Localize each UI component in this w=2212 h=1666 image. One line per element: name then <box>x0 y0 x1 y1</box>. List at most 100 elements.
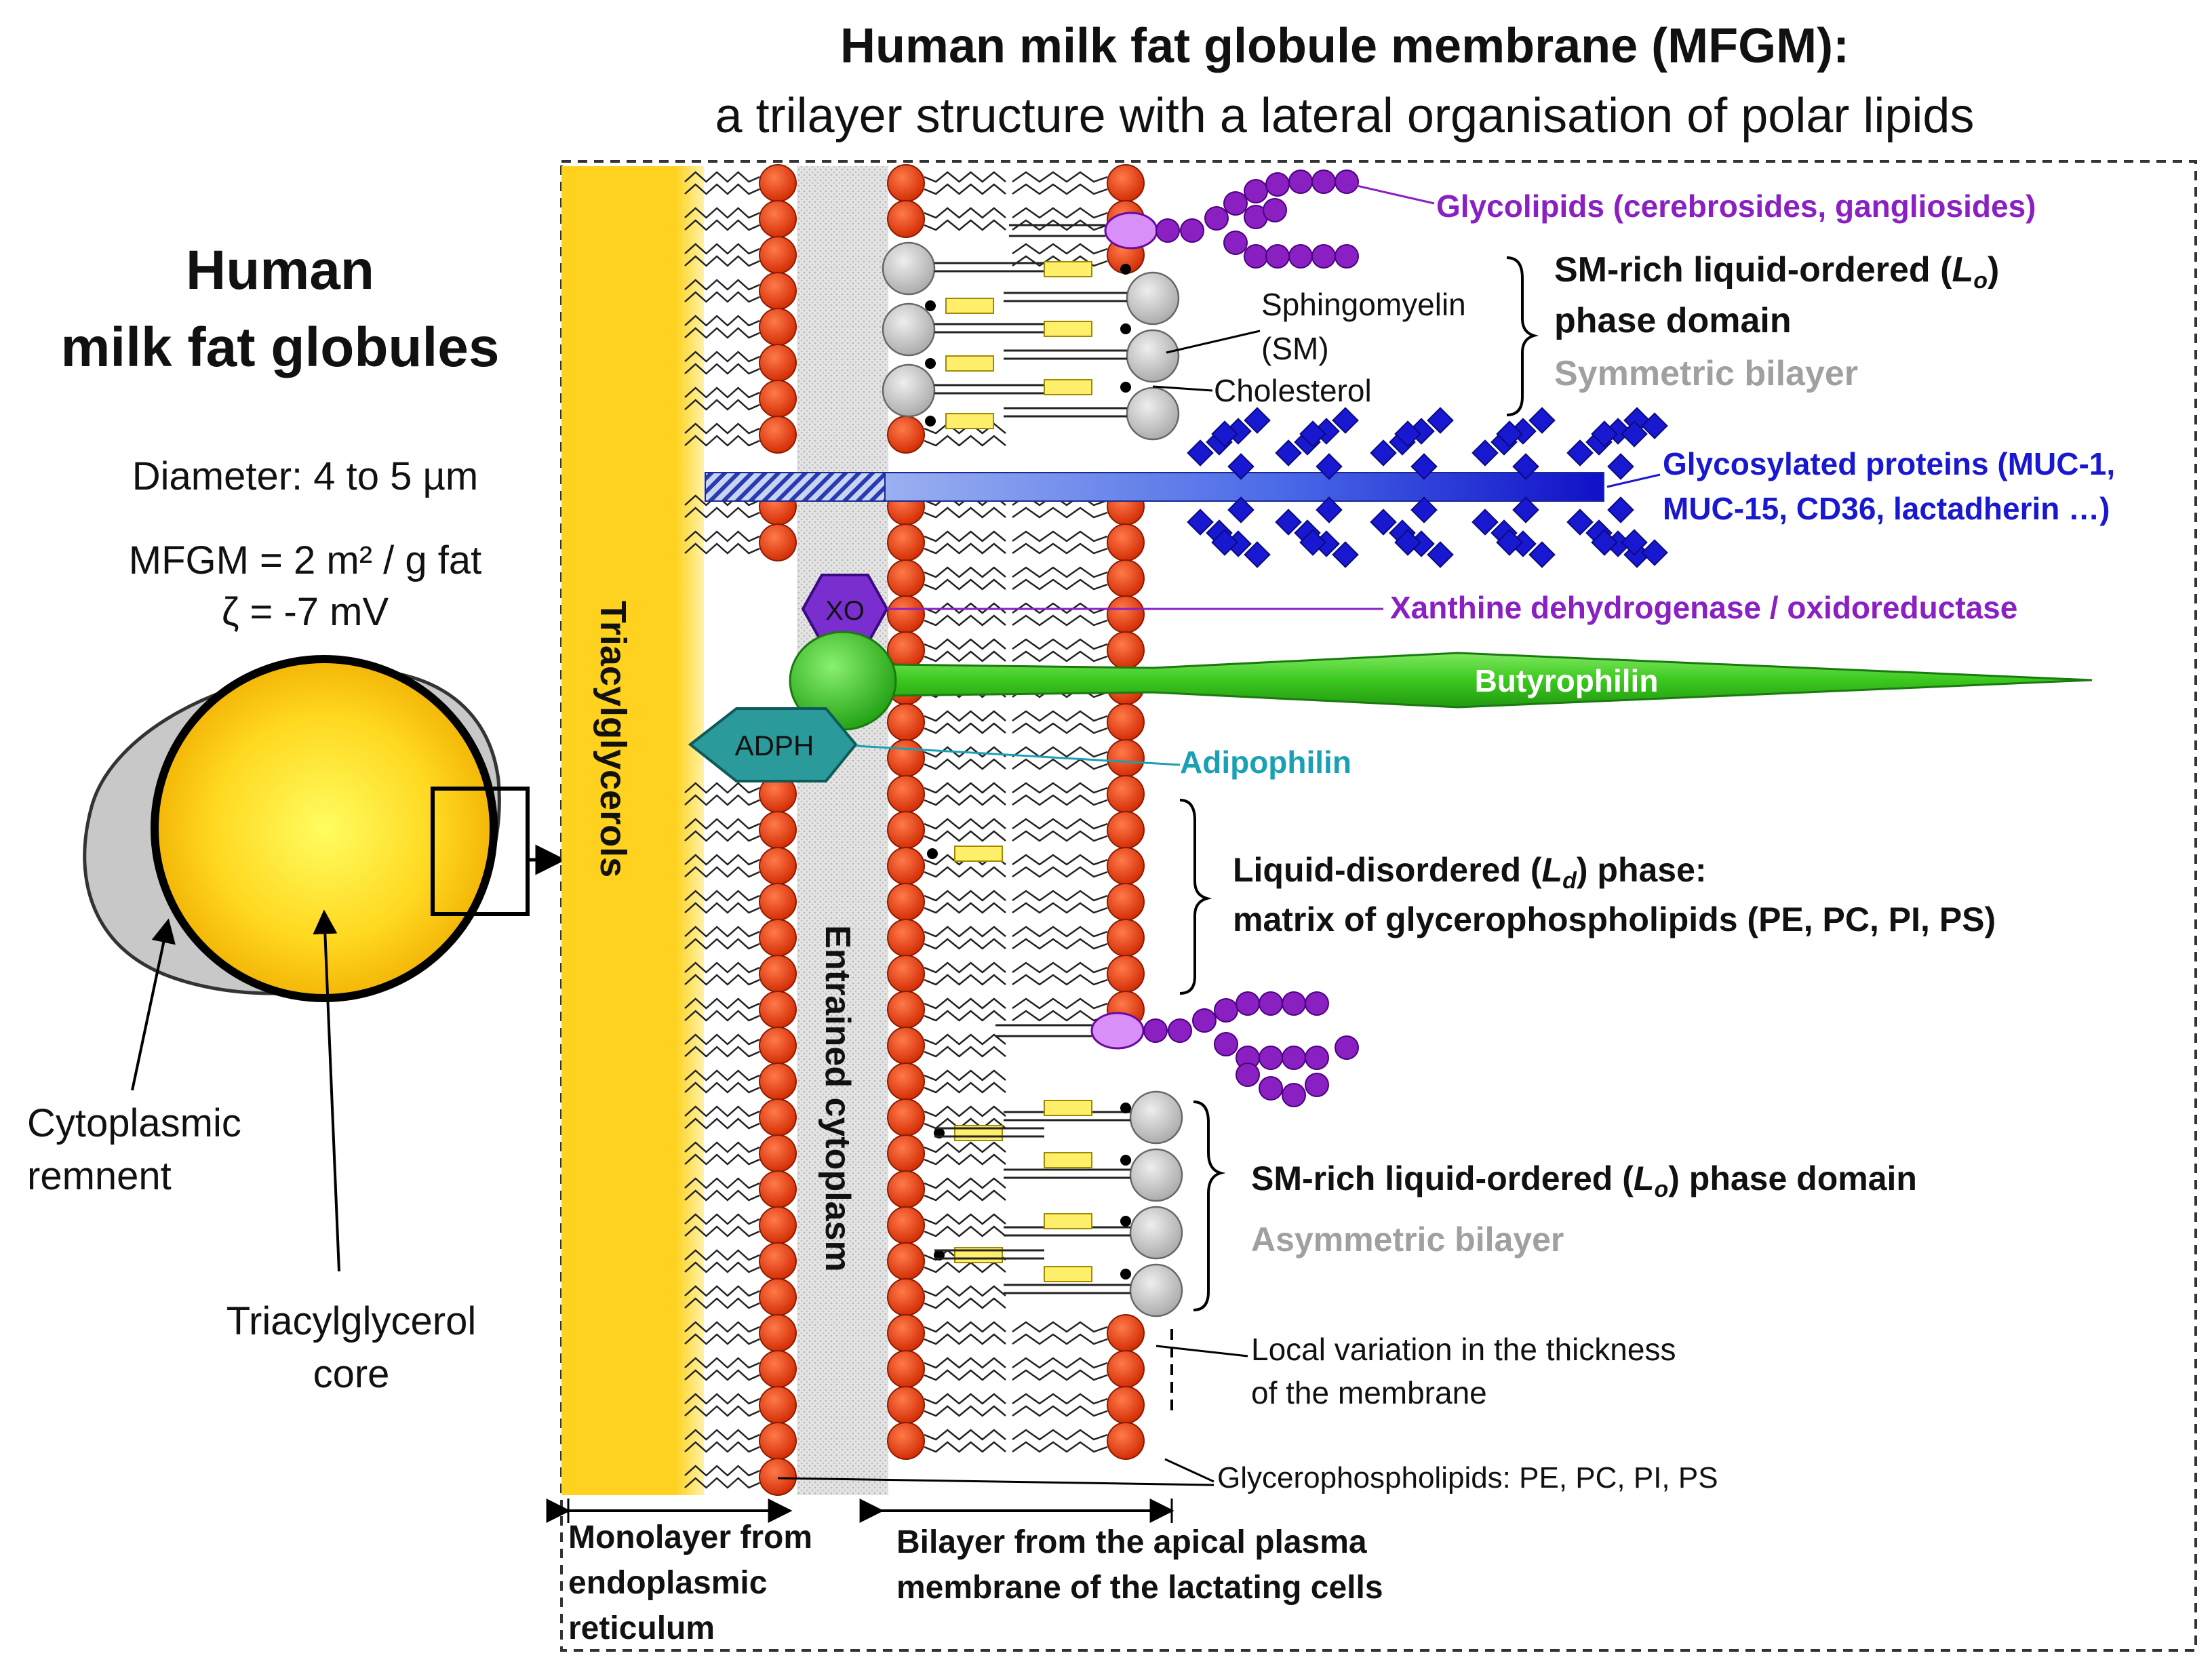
cholesterol-molecule <box>1044 261 1092 277</box>
phospholipid-head <box>1107 595 1145 633</box>
lipid-tail <box>924 1189 1006 1202</box>
glycolipids-label: Glycolipids (cerebrosides, gangliosides) <box>1436 189 2036 224</box>
phospholipid-head <box>759 272 797 310</box>
cholesterol-molecule <box>1044 379 1092 395</box>
sphingomyelin-head <box>1129 1090 1183 1145</box>
glycan-residue <box>1316 496 1343 523</box>
lipid-tail <box>684 782 760 794</box>
sugar-residue <box>1311 170 1336 194</box>
phospholipid-head <box>759 523 797 561</box>
cholesterol-molecule <box>1044 1213 1092 1229</box>
lipid-tail <box>684 279 760 291</box>
phospholipid-head <box>759 1206 797 1244</box>
phospholipid-head <box>759 1242 797 1280</box>
phospholipid-head <box>759 200 797 238</box>
lipid-tail <box>1012 614 1108 627</box>
glycan-residue <box>1621 420 1648 448</box>
cholesterol-molecule <box>1044 321 1092 337</box>
phospholipid-head <box>1107 1350 1145 1388</box>
glycan-residue <box>1227 453 1255 480</box>
glycan-residue <box>1275 439 1302 467</box>
lipid-tail <box>684 1441 760 1453</box>
phospholipid-head <box>887 416 925 454</box>
symmetric-bilayer-label: Symmetric bilayer <box>1554 354 1858 393</box>
lipid-tail <box>684 902 760 914</box>
glycan-residue <box>1621 529 1648 556</box>
lipid-tail <box>684 1465 760 1477</box>
glycolipid-head <box>1104 212 1158 250</box>
sugar-residue <box>1335 244 1359 269</box>
lipid-tail <box>1012 794 1108 806</box>
lipid-tail <box>924 902 1006 914</box>
lipid-tail <box>924 1046 1006 1058</box>
cholesterol-oh <box>1120 1155 1131 1166</box>
lipid-tail <box>924 1285 1006 1297</box>
phospholipid-head <box>759 1422 797 1460</box>
glycan-residue <box>1394 529 1421 556</box>
lipid-tail <box>684 1357 760 1369</box>
glycan-residue <box>1332 541 1359 568</box>
sugar-residue <box>1305 1073 1329 1097</box>
cholesterol-oh <box>1120 1216 1131 1227</box>
sphingomyelin-head <box>1126 329 1180 383</box>
sugar-residue <box>1244 179 1268 203</box>
diameter-text: Diameter: 4 to 5 µm <box>132 454 478 498</box>
lipid-tail <box>924 614 1006 627</box>
lipid-tail <box>1012 542 1108 555</box>
phospholipid-head <box>1107 883 1145 921</box>
xanthine-label: Xanthine dehydrogenase / oxidoreductase <box>1390 590 2017 625</box>
sm-top-line-1: SM-rich liquid-ordered (Lo) <box>1554 250 1999 294</box>
lipid-tail <box>684 1249 760 1261</box>
bilayer-caption-1: Bilayer from the apical plasma <box>896 1524 1367 1560</box>
glycan-residue <box>1394 420 1421 448</box>
lipid-tail <box>1012 530 1108 542</box>
lipid-tail <box>924 435 1006 447</box>
lipid-tail <box>924 1082 1006 1094</box>
lipid-tail <box>924 1405 1006 1417</box>
phospholipid-head <box>1107 919 1145 957</box>
lipid-tail <box>924 866 1006 878</box>
title-line-1: Human milk fat globule membrane (MFGM): <box>840 19 1849 73</box>
lipid-tail <box>684 399 760 411</box>
glycan-residue <box>1496 529 1523 556</box>
phospholipid-head <box>759 416 797 454</box>
lipid-tail <box>1012 171 1108 183</box>
lipid-tail <box>684 351 760 363</box>
phospholipid-head <box>887 164 925 202</box>
protein-hatched-segment <box>705 472 886 502</box>
xo-label: XO <box>825 596 865 626</box>
cholesterol-molecule <box>945 355 994 372</box>
glycolipid-head <box>1090 1012 1145 1050</box>
sugar-residue <box>1265 244 1290 269</box>
glycan-residue <box>1607 496 1634 523</box>
glycolipid-chains <box>1143 170 1359 1107</box>
lipid-tail <box>684 171 760 183</box>
glycan-residue <box>1591 529 1618 556</box>
phospholipid-head <box>759 1134 797 1172</box>
lipid-tail <box>684 327 760 339</box>
sphingomyelin-rods <box>925 224 1131 1294</box>
sugar-residue <box>1156 218 1180 243</box>
glycan-residue <box>1472 439 1499 467</box>
lipid-tail <box>924 890 1006 902</box>
adipophilin-protein: ADPH <box>688 707 858 782</box>
sugar-residue <box>1214 998 1238 1023</box>
glycan-residue <box>1211 420 1238 448</box>
glycan-residue <box>1410 496 1438 523</box>
phospholipid-head <box>887 811 925 849</box>
phospholipid-head <box>759 1314 797 1352</box>
lipid-tail <box>1012 746 1108 758</box>
glyco-proteins-label-1: Glycosylated proteins (MUC-1, <box>1663 446 2115 481</box>
glyco-proteins-label-2: MUC-15, CD36, lactadherin …) <box>1663 491 2110 526</box>
phospholipid-head <box>1107 703 1145 741</box>
sm-top-line-2: phase domain <box>1554 301 1792 340</box>
sugar-residue <box>1236 991 1260 1016</box>
phospholipid-head <box>887 1278 925 1316</box>
lipid-tail <box>1012 1405 1108 1417</box>
lipid-tail <box>1012 1010 1108 1022</box>
lipid-heads <box>759 164 1183 1496</box>
phospholipid-head <box>1107 1386 1145 1424</box>
cholesterol-molecule <box>1044 1266 1092 1282</box>
asymmetric-bilayer-label: Asymmetric bilayer <box>1251 1221 1564 1258</box>
lipid-tail <box>924 1225 1006 1237</box>
